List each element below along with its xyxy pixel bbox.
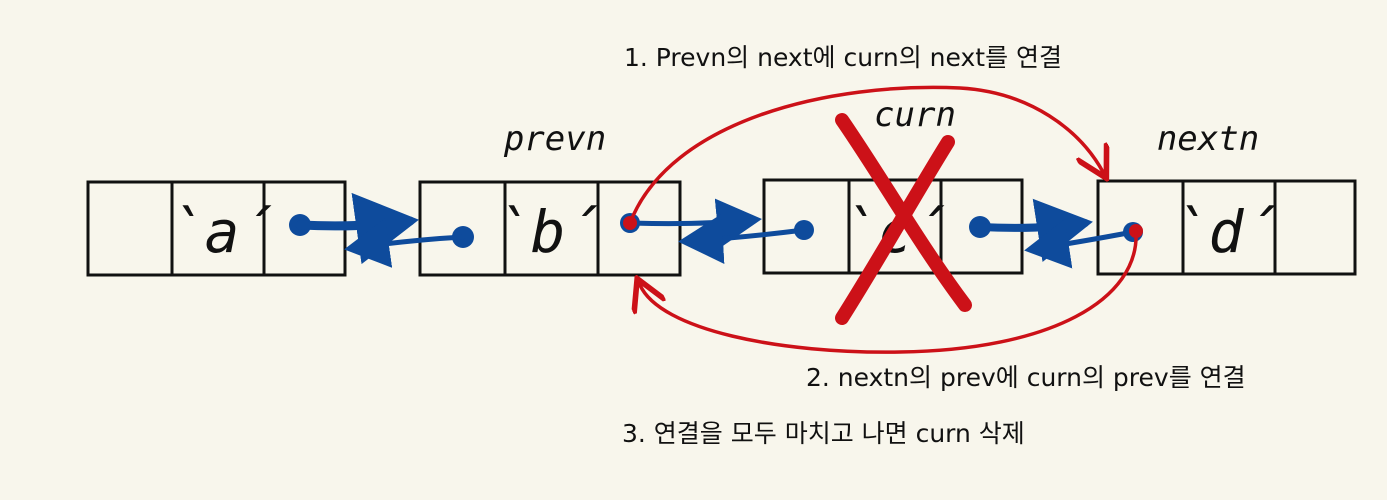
c-to-d-next-arrow xyxy=(976,198,1093,262)
step-3-text: 3. 연결을 모두 마치고 나면 curn 삭제 xyxy=(622,419,1025,448)
node-b: prevn `b´ xyxy=(418,119,682,277)
node-a: `a´ xyxy=(86,180,347,277)
node-b-value: `b´ xyxy=(496,198,601,266)
node-d-box xyxy=(1096,179,1357,276)
delete-cross-stroke-2 xyxy=(835,135,955,325)
node-a-value: `a´ xyxy=(170,198,275,266)
delete-cross-icon xyxy=(835,113,972,325)
b-to-a-prev-arrow xyxy=(344,218,466,268)
c-to-b-prev-arrow xyxy=(678,214,807,264)
step-2-text: 2. nextn의 prev에 curn의 prev를 연결 xyxy=(806,363,1246,392)
step-1-text: 1. Prevn의 next에 curn의 next를 연결 xyxy=(624,43,1063,72)
node-c-label: curn xyxy=(874,95,956,135)
a-to-b-next-arrow xyxy=(295,192,419,265)
original-pointers xyxy=(289,192,1143,269)
b-next-to-d-arrow xyxy=(628,85,1103,225)
d-prev-to-b-arrow xyxy=(640,229,1138,354)
node-d: nextn `d´ xyxy=(1096,119,1357,276)
relink-arrows xyxy=(623,85,1143,354)
node-b-label: prevn xyxy=(503,119,606,159)
node-d-label: nextn xyxy=(1157,119,1259,159)
node-d-value: `d´ xyxy=(1174,198,1279,266)
d-to-c-prev-arrow xyxy=(1024,219,1136,269)
b-to-c-next-arrow xyxy=(627,198,762,249)
